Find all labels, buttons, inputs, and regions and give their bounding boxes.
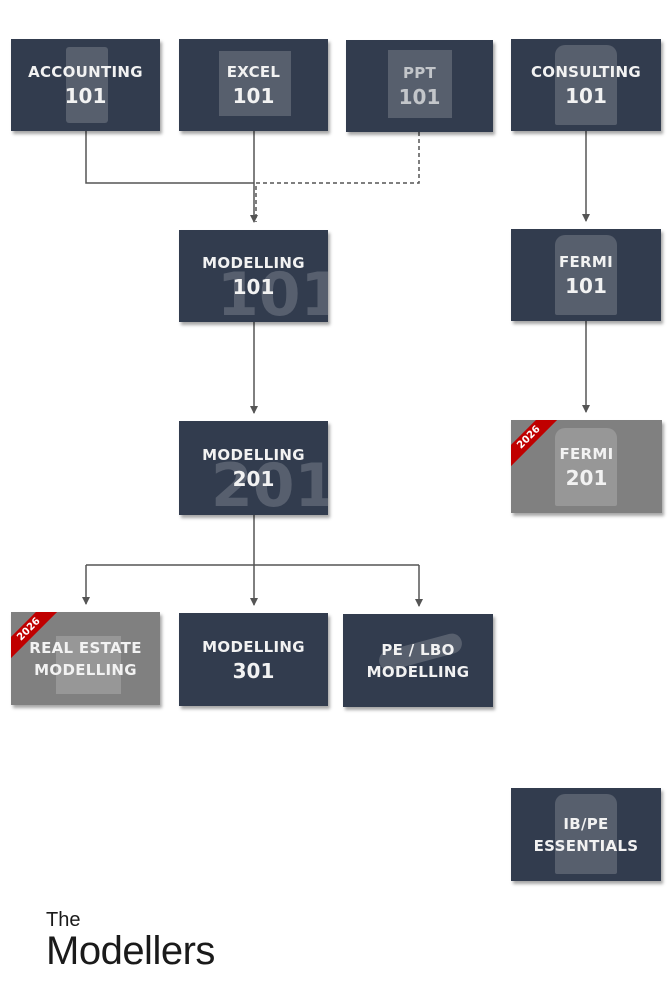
course-title: REAL ESTATE <box>29 638 142 657</box>
suit-jacket-icon <box>555 794 617 874</box>
course-modelling-101[interactable]: 101 MODELLING 101 <box>179 230 328 322</box>
course-ppt-101[interactable]: PPT 101 <box>346 40 493 132</box>
course-modelling-301[interactable]: MODELLING 301 <box>179 613 328 706</box>
connector-ppt <box>255 132 420 222</box>
course-title: FERMI <box>559 444 614 463</box>
course-number: 101 <box>398 85 441 109</box>
course-title: IB/PE <box>563 814 609 833</box>
logo-line2: Modellers <box>46 929 215 973</box>
course-title: MODELLING <box>202 637 305 656</box>
course-subtitle: ESSENTIALS <box>533 836 639 855</box>
course-number: 101 <box>565 274 607 298</box>
course-modelling-201[interactable]: 201 MODELLING 201 <box>179 421 328 515</box>
powerpoint-icon <box>388 50 452 118</box>
course-number: 101 <box>232 84 275 108</box>
course-title: CONSULTING <box>530 63 642 81</box>
course-subtitle: MODELLING <box>366 662 470 681</box>
course-fermi-201[interactable]: 2026 FERMI 201 <box>511 420 662 513</box>
course-number: 301 <box>232 658 275 683</box>
course-title: PE / LBO <box>381 640 455 659</box>
course-title: MODELLING <box>202 254 305 272</box>
course-ib-pe-essentials[interactable]: IB/PE ESSENTIALS <box>511 788 661 881</box>
course-number: 101 <box>64 84 107 108</box>
logo-line1: The <box>46 909 81 931</box>
course-subtitle: MODELLING <box>34 660 137 679</box>
course-title: FERMI <box>558 253 614 271</box>
course-title: EXCEL <box>226 63 281 81</box>
course-consulting-101[interactable]: CONSULTING 101 <box>511 39 661 131</box>
course-fermi-101[interactable]: FERMI 101 <box>511 229 661 321</box>
notebook-icon <box>66 47 108 123</box>
number-watermark: 201 <box>211 451 328 515</box>
number-watermark: 101 <box>217 260 328 322</box>
course-number: 101 <box>232 275 275 299</box>
course-accounting-101[interactable]: ACCOUNTING 101 <box>11 39 160 131</box>
course-title: PPT <box>402 64 437 82</box>
course-title: MODELLING <box>202 446 305 464</box>
connector-accounting <box>85 131 254 184</box>
course-title: ACCOUNTING <box>28 63 143 81</box>
course-number: 101 <box>565 84 607 108</box>
the-modellers-logo: The Modellers <box>46 910 215 972</box>
course-number: 201 <box>565 465 608 490</box>
factory-icon <box>56 636 121 694</box>
suit-jacket-icon <box>555 235 617 315</box>
suit-jacket-icon <box>555 45 617 125</box>
suit-jacket-icon <box>555 428 617 506</box>
course-number: 201 <box>232 467 275 491</box>
excel-icon <box>219 51 291 116</box>
course-pe-lbo-modelling[interactable]: PE / LBO MODELLING <box>343 614 493 707</box>
course-excel-101[interactable]: EXCEL 101 <box>179 39 328 131</box>
course-real-estate-modelling[interactable]: 2026 REAL ESTATE MODELLING <box>11 612 160 705</box>
